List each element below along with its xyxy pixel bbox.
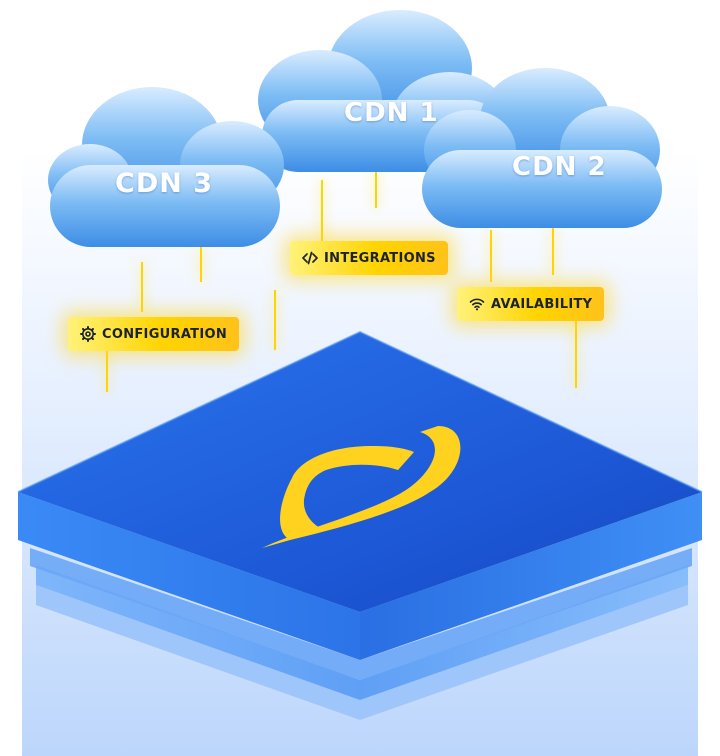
wifi-icon bbox=[469, 296, 485, 312]
tag-availability: AVAILABILITY bbox=[457, 287, 605, 321]
yellow-swirl-logo-icon bbox=[262, 426, 461, 548]
connector-lines bbox=[104, 168, 579, 392]
cloud-cdn-2 bbox=[422, 68, 662, 228]
cloud-label-cdn-2: CDN 2 bbox=[512, 152, 607, 182]
platform bbox=[17, 330, 703, 660]
gear-icon bbox=[80, 326, 96, 342]
tag-configuration: CONFIGURATION bbox=[68, 317, 240, 351]
cloud-label-cdn-3: CDN 3 bbox=[115, 168, 214, 199]
code-icon bbox=[302, 250, 318, 266]
cloud-label-cdn-1: CDN 1 bbox=[344, 98, 439, 128]
cloud-cdn-3 bbox=[48, 87, 284, 247]
tag-integrations: INTEGRATIONS bbox=[290, 241, 448, 275]
tag-integrations-label: INTEGRATIONS bbox=[324, 250, 436, 266]
tag-availability-label: AVAILABILITY bbox=[491, 296, 593, 312]
tag-configuration-label: CONFIGURATION bbox=[102, 326, 228, 342]
